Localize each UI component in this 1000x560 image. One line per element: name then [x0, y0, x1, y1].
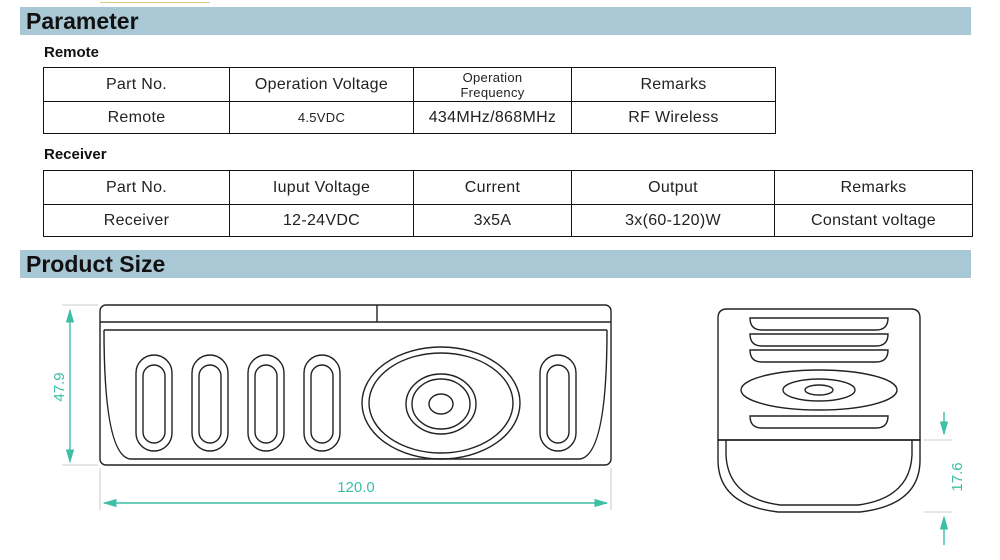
table-cell: Remote [43, 101, 230, 134]
side-vent-2 [749, 333, 889, 347]
remote-button-4 [303, 354, 341, 452]
depth-dimension: 17.6 [924, 412, 966, 545]
side-dial-outer [740, 369, 898, 411]
product-size-section-bar: Product Size [20, 250, 971, 278]
height-dimension: 47.9 [51, 304, 98, 466]
remote-body-outline [99, 304, 612, 466]
header-cell: Operation Frequency [413, 67, 572, 102]
width-label: 120.0 [337, 479, 375, 496]
depth-label: 17.6 [949, 462, 966, 491]
side-vent-3 [749, 349, 889, 363]
table-cell: 3x5A [413, 204, 572, 237]
header-cell: Part No. [43, 67, 230, 102]
table-cell: 4.5VDC [229, 101, 414, 134]
remote-front-view [99, 304, 612, 466]
remote-side-view [717, 308, 921, 513]
remote-heading: Remote [44, 44, 100, 61]
remote-spec-table: Part No. Operation Voltage Operation Fre… [43, 67, 776, 134]
side-dial-inner [782, 378, 856, 402]
side-vent-4 [749, 415, 889, 429]
parameter-section-bar: Parameter [20, 7, 971, 35]
top-accent-line [100, 0, 210, 3]
receiver-heading: Receiver [44, 146, 107, 163]
table-cell: RF Wireless [571, 101, 776, 134]
table-cell: 12-24VDC [229, 204, 414, 237]
side-body-outline [717, 308, 921, 441]
table-cell: Receiver [43, 204, 230, 237]
remote-face-contour [103, 329, 608, 460]
width-dimension: 120.0 [99, 468, 612, 510]
table-cell: 3x(60-120)W [571, 204, 775, 237]
product-size-title: Product Size [26, 251, 166, 277]
side-base-outline [717, 439, 921, 513]
header-cell: Remarks [571, 67, 776, 102]
receiver-spec-table: Part No. Iuput Voltage Current Output Re… [43, 170, 973, 237]
header-cell: Output [571, 170, 775, 205]
remote-dial [361, 346, 521, 460]
remote-button-5 [539, 354, 577, 452]
remote-button-3 [247, 354, 285, 452]
side-dial-center [804, 384, 834, 396]
receiver-data-row: Receiver 12-24VDC 3x5A 3x(60-120)W Const… [43, 204, 973, 237]
table-cell: 434MHz/868MHz [413, 101, 572, 134]
remote-button-2 [191, 354, 229, 452]
height-label: 47.9 [51, 372, 68, 401]
parameter-title: Parameter [26, 8, 139, 34]
table-cell: Constant voltage [774, 204, 973, 237]
header-cell: Iuput Voltage [229, 170, 414, 205]
side-vent-1 [749, 317, 889, 331]
side-base-inner [725, 440, 913, 506]
remote-header-row: Part No. Operation Voltage Operation Fre… [43, 67, 776, 102]
remote-button-1 [135, 354, 173, 452]
remote-data-row: Remote 4.5VDC 434MHz/868MHz RF Wireless [43, 101, 776, 134]
